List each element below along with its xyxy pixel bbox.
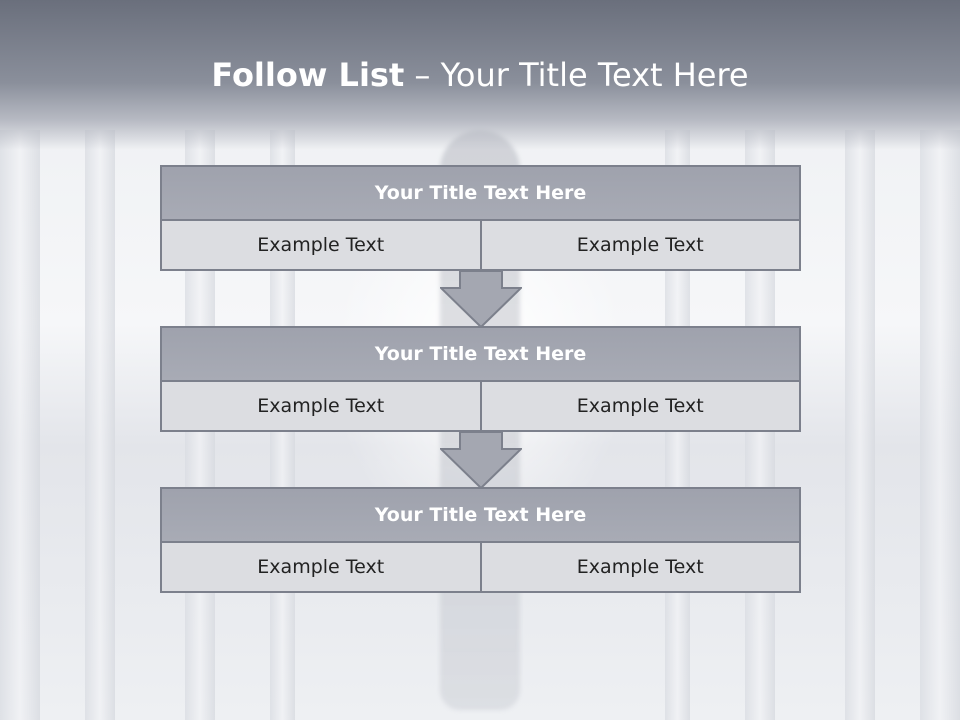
block-cell-right: Example Text xyxy=(481,543,801,593)
block-title: Your Title Text Here xyxy=(160,487,801,543)
pillar xyxy=(85,130,115,720)
list-block-3: Your Title Text Here Example Text Exampl… xyxy=(160,487,801,593)
slide-title: Follow List – Your Title Text Here xyxy=(0,56,960,94)
pillar xyxy=(920,130,960,720)
down-arrow-icon xyxy=(440,432,522,490)
block-cell-left: Example Text xyxy=(160,382,482,432)
pillar xyxy=(0,130,40,720)
list-block-1: Your Title Text Here Example Text Exampl… xyxy=(160,165,801,271)
list-block-2: Your Title Text Here Example Text Exampl… xyxy=(160,326,801,432)
block-title: Your Title Text Here xyxy=(160,165,801,221)
pillar xyxy=(845,130,875,720)
block-cell-left: Example Text xyxy=(160,221,482,271)
block-cell-left: Example Text xyxy=(160,543,482,593)
block-title: Your Title Text Here xyxy=(160,326,801,382)
down-arrow-icon xyxy=(440,271,522,329)
block-row: Example Text Example Text xyxy=(160,543,801,593)
block-row: Example Text Example Text xyxy=(160,382,801,432)
block-cell-right: Example Text xyxy=(481,382,801,432)
slide-title-bold: Follow List xyxy=(211,56,405,94)
block-row: Example Text Example Text xyxy=(160,221,801,271)
slide-title-rest: – Your Title Text Here xyxy=(414,56,749,94)
header-band xyxy=(0,0,960,150)
block-cell-right: Example Text xyxy=(481,221,801,271)
